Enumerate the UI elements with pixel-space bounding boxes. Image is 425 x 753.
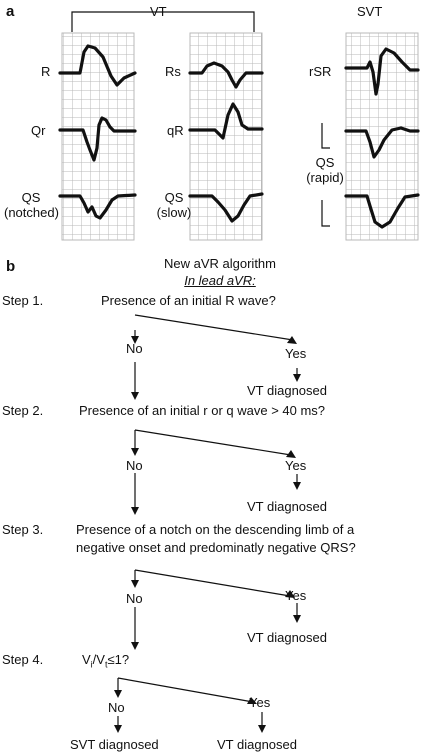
ecg-trace-rSR <box>344 47 420 96</box>
flow-arrowhead <box>131 507 139 515</box>
step-3-yes: Yes <box>285 588 307 603</box>
algorithm-title: New aVR algorithm <box>164 256 276 271</box>
flow-arrowhead <box>114 690 122 698</box>
flow-arrowhead <box>286 450 296 458</box>
step-3-question-line1: Presence of a notch on the descending li… <box>76 522 355 537</box>
flow-arrowhead <box>293 615 301 623</box>
ecg-trace-R <box>58 44 137 87</box>
step-1-yes: Yes <box>285 346 307 361</box>
lead-label-rSR: rSR <box>309 64 332 79</box>
step-4-yes: Yes <box>249 695 271 710</box>
step-4-no: No <box>108 700 125 715</box>
step-4-label: Step 4. <box>2 652 44 667</box>
step-3-label: Step 3. <box>2 522 44 537</box>
step-4-result-vt: VT diagnosed <box>217 737 297 752</box>
ecg-trace-QS-rapid <box>344 126 420 159</box>
ecg-trace-Qr <box>58 116 137 162</box>
algorithm-subtitle: In lead aVR: <box>184 273 256 288</box>
lead-label-Rs: Rs <box>165 64 181 79</box>
panel-a-label: a <box>6 3 15 20</box>
flow-arrowhead <box>131 580 139 588</box>
ecg-trace-QS-slow <box>188 192 264 223</box>
flow-branch-3 <box>134 569 291 597</box>
lead-label-Qr: Qr <box>31 123 46 138</box>
step-1-no: No <box>126 341 143 356</box>
flow-branch-1 <box>134 314 294 341</box>
svt-bracket-top <box>321 123 330 149</box>
vt-header: VT <box>150 4 167 19</box>
lead-label-qR: qR <box>167 123 184 138</box>
step-1-question: Presence of an initial R wave? <box>101 293 276 308</box>
step-1-label: Step 1. <box>2 293 44 308</box>
flow-arrowhead <box>293 482 301 490</box>
flow-arrowhead <box>131 336 139 344</box>
ecg-grid-svt <box>345 32 419 241</box>
step-4-question: Vi/Vt≤1? <box>82 652 130 670</box>
lead-label-QS-slow: QS (slow) <box>156 190 192 220</box>
step-3-result: VT diagnosed <box>247 630 327 645</box>
lead-label-R: R <box>41 64 51 79</box>
flow-arrowhead <box>131 642 139 650</box>
flow-arrowhead <box>131 448 139 456</box>
lead-label-QS-notched: QS (notched) <box>4 190 59 220</box>
step-2-question: Presence of an initial r or q wave > 40 … <box>79 403 326 418</box>
flow-arrowhead <box>258 725 266 733</box>
flow-arrowhead <box>285 590 295 598</box>
step-4-result-svt: SVT diagnosed <box>70 737 159 752</box>
ecg-trace-qR <box>188 102 264 140</box>
step-2-yes: Yes <box>285 458 307 473</box>
step-3-no: No <box>126 591 143 606</box>
step-3-question-line2: negative onset and predominatly negative… <box>76 540 356 555</box>
ecg-grid-vt-2 <box>189 32 263 241</box>
vt-bracket <box>71 11 255 32</box>
flow-arrowhead <box>247 697 257 704</box>
ecg-trace-Rs <box>188 61 264 89</box>
flow-arrowhead <box>287 336 297 344</box>
step-1-result: VT diagnosed <box>247 383 327 398</box>
svt-bracket-bottom <box>321 200 330 227</box>
step-2-label: Step 2. <box>2 403 44 418</box>
flow-branch-4 <box>117 677 254 703</box>
flow-arrowhead <box>114 725 122 733</box>
step-2-no: No <box>126 458 143 473</box>
flow-branch-2 <box>134 429 292 456</box>
panel-b-label: b <box>6 258 16 275</box>
ecg-trace-QS-rapid-2 <box>344 193 420 229</box>
lead-label-QS-rapid: QS (rapid) <box>306 155 344 185</box>
ecg-trace-QS-notched <box>58 193 137 220</box>
flow-arrowhead <box>131 392 139 400</box>
step-2-result: VT diagnosed <box>247 499 327 514</box>
svt-header: SVT <box>357 4 383 19</box>
flow-arrowhead <box>293 374 301 382</box>
